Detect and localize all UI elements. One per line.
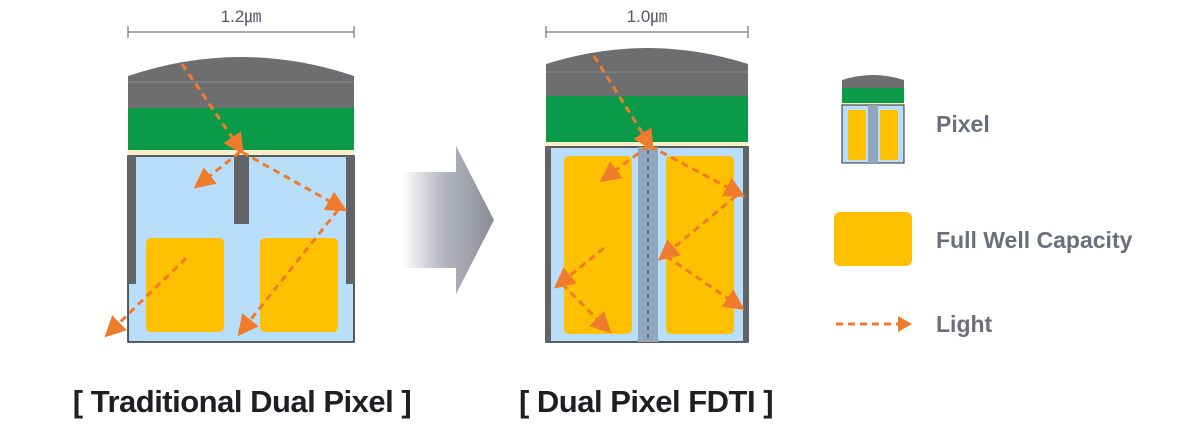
right-caption: [ Dual Pixel FDTI ] xyxy=(519,384,773,419)
light-ray xyxy=(592,55,654,151)
right-photodiode xyxy=(260,238,338,332)
right-dimension-indicator: 1.0㎛ xyxy=(545,7,749,38)
light-ray xyxy=(599,144,649,183)
legend-pixel-label: Pixel xyxy=(936,111,990,137)
legend-light-arrow xyxy=(836,316,912,332)
left-color-filter xyxy=(128,108,354,150)
left-isolation-wall xyxy=(128,156,136,284)
light-ray xyxy=(241,150,348,212)
fdti-center-trench xyxy=(638,147,658,342)
dual-pixel-fdti: 1.0㎛ xyxy=(545,7,749,343)
light-ray xyxy=(649,144,746,197)
fdti-outer-right-wall xyxy=(743,147,748,342)
fdti-left-photodiode xyxy=(564,156,632,334)
light-ray xyxy=(665,254,745,310)
left-dimension-label: 1.2㎛ xyxy=(221,7,262,27)
light-ray xyxy=(104,256,188,338)
legend-pixel-icon xyxy=(841,75,905,164)
left-photodiode xyxy=(146,238,224,332)
right-isolation-wall xyxy=(346,156,354,284)
right-color-filter xyxy=(546,96,748,142)
light-ray xyxy=(193,150,241,189)
left-dimension-indicator: 1.2㎛ xyxy=(127,7,355,38)
legend-fwc-swatch xyxy=(834,212,912,266)
left-light-paths xyxy=(104,63,348,338)
traditional-dual-pixel: 1.2㎛ xyxy=(104,7,355,343)
light-ray xyxy=(237,209,340,337)
light-ray xyxy=(180,63,244,155)
left-caption: [ Traditional Dual Pixel ] xyxy=(73,384,411,419)
fdti-outer-left-wall xyxy=(546,147,551,342)
light-ray xyxy=(657,194,737,261)
right-light-paths xyxy=(553,55,746,334)
legend: Pixel Full Well Capacity Light xyxy=(834,75,1133,337)
legend-light-label: Light xyxy=(936,311,993,337)
legend-fwc-label: Full Well Capacity xyxy=(936,227,1133,253)
light-ray xyxy=(560,282,612,334)
transition-arrow xyxy=(402,146,494,294)
center-isolation-post xyxy=(234,156,249,224)
light-ray xyxy=(553,246,605,289)
right-dimension-label: 1.0㎛ xyxy=(627,7,668,27)
